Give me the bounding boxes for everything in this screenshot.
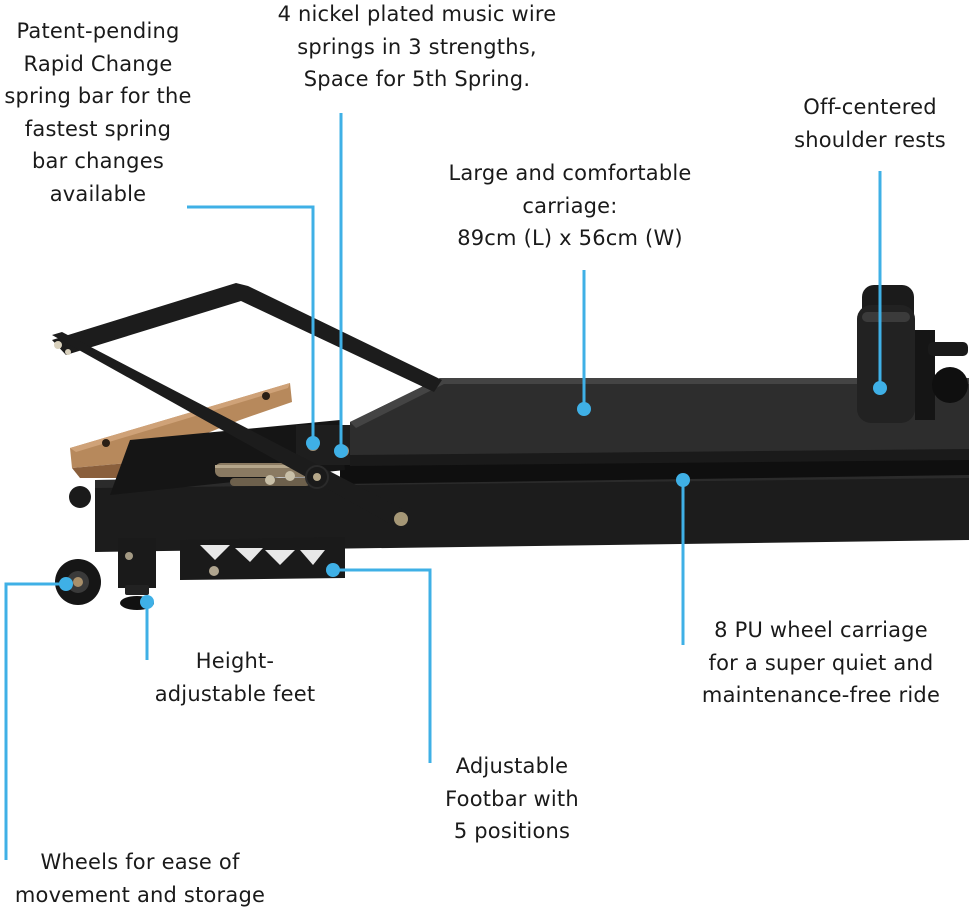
spring-bar-dot	[306, 436, 320, 450]
reformer-machine	[52, 283, 969, 610]
wheel-carriage-dot	[676, 473, 690, 487]
footbar	[52, 283, 442, 526]
springs	[215, 463, 310, 486]
shoulder-rests	[857, 285, 968, 423]
spring-bar-leader	[187, 205, 315, 440]
wheels-leader	[4, 582, 66, 860]
feet-label: Height-adjustable feet	[154, 649, 316, 706]
feet-dot	[140, 595, 154, 609]
callout-lines	[4, 113, 882, 860]
callout-dots	[59, 381, 887, 609]
carriage-dot	[577, 402, 591, 416]
footbar-bracket	[180, 537, 345, 580]
springs-dot	[334, 444, 348, 458]
wheels-dot	[59, 577, 73, 591]
wheel	[55, 559, 101, 605]
shoulder-rests-dot	[873, 381, 887, 395]
footbar-dot	[326, 563, 340, 577]
footbar-leader	[333, 568, 432, 763]
